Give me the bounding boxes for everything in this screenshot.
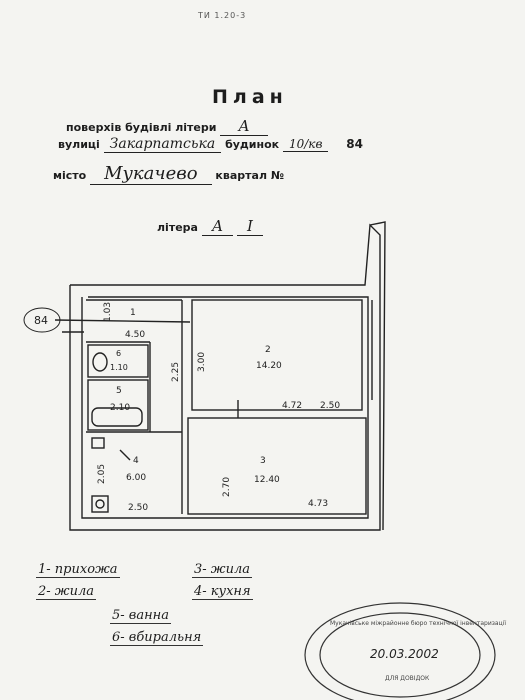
- legend-item-5: 5- ванна: [110, 608, 171, 624]
- room-2-id: 2: [265, 345, 271, 355]
- address-line: вулиці Закарпатська будинок 10/кв 84: [58, 136, 363, 153]
- floor-value: I: [237, 217, 263, 236]
- legend-item-4: 4- кухня: [192, 584, 253, 600]
- dim-5: 2.50: [320, 401, 340, 411]
- dim-3: 3.00: [197, 352, 207, 372]
- city-line: місто Мукачево квартал №: [53, 163, 284, 185]
- floors-line: поверхів будівлі літери А: [66, 117, 268, 136]
- stamp-date: 20.03.2002: [370, 647, 439, 661]
- room-5-id: 5: [116, 386, 122, 396]
- room-6-area: 1.10: [110, 363, 128, 372]
- house-number: 10/кв: [282, 137, 329, 152]
- legend-item-3: 3- жила: [192, 562, 252, 578]
- room-4-area: 6.00: [126, 473, 146, 483]
- stamp-text: Мукачівське міжрайонне бюро технічної ін…: [330, 620, 506, 627]
- street-value: Закарпатська: [103, 136, 222, 153]
- room-4-id: 4: [133, 456, 139, 466]
- litera-value: А: [201, 217, 234, 236]
- dim-7: 4.73: [308, 499, 328, 509]
- document-heading: План: [212, 86, 288, 108]
- dim-1: 1.03: [103, 302, 113, 322]
- street-prefix: вулиці: [58, 138, 100, 151]
- dim-8: 2.05: [97, 464, 107, 484]
- room-6-id: 6: [116, 349, 121, 358]
- dim-2: 2.25: [171, 362, 181, 382]
- dim-6: 2.70: [222, 477, 232, 497]
- litera-line: літера А I: [157, 217, 263, 236]
- stamp-labels: Мукачівське міжрайонне бюро технічної ін…: [330, 620, 506, 682]
- floors-label: поверхів будівлі літери: [66, 121, 217, 134]
- plan-walls: [54, 221, 386, 531]
- section-marker-circle: [23, 307, 61, 333]
- quarter-label: квартал №: [215, 169, 285, 182]
- legend-item-1: 1- прихожа: [36, 562, 120, 578]
- room-1-id: 1: [130, 308, 136, 318]
- city-value: Мукачево: [90, 163, 212, 185]
- marker-label: 84: [34, 314, 48, 327]
- building-letter-value: А: [220, 117, 268, 136]
- plan-labels: 84 1 4.50 2 14.20 3 12.40 4 6.00 5 2.10 …: [34, 302, 340, 513]
- stamp: [304, 602, 496, 700]
- city-prefix: місто: [53, 169, 87, 182]
- legend-item-2: 2- жила: [36, 584, 96, 600]
- room-1-area: 4.50: [125, 330, 145, 340]
- dim-9: 2.50: [128, 503, 148, 513]
- litera-label: літера: [157, 221, 198, 234]
- stamp-sub: ДЛЯ ДОВІДОК: [385, 675, 430, 682]
- apartment-number: 84: [346, 137, 363, 151]
- legend-item-6: 6- вбиральня: [110, 630, 204, 646]
- room-3-area: 12.40: [254, 475, 280, 485]
- page-tag: ТИ 1.20-3: [198, 11, 247, 20]
- room-3-id: 3: [260, 456, 266, 466]
- dim-4: 4.72: [282, 401, 302, 411]
- room-5-area: 2.10: [110, 403, 130, 413]
- room-2-area: 14.20: [256, 361, 282, 371]
- house-label: будинок: [225, 138, 280, 151]
